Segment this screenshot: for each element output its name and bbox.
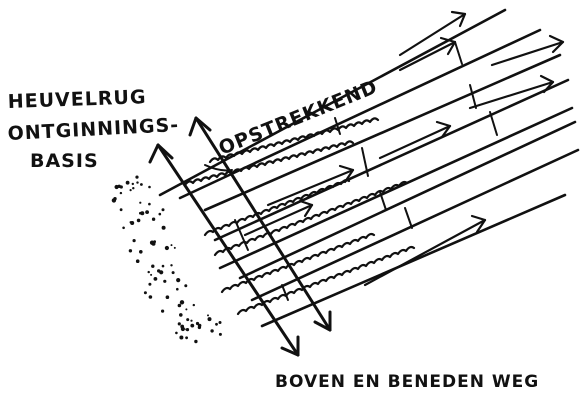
ridge-dot: [215, 323, 218, 326]
ridge-dot: [171, 244, 173, 246]
tick-9: [282, 285, 288, 300]
ridge-dot: [185, 328, 187, 330]
ridge-dot: [122, 227, 125, 230]
ridge-dot: [159, 213, 162, 216]
ridge-dot: [178, 322, 181, 325]
ridge-dot: [186, 318, 189, 321]
ridge-dot: [148, 283, 151, 286]
ridge-dot: [132, 187, 134, 189]
ridge-dot: [184, 284, 187, 287]
ridge-dot: [180, 325, 184, 329]
ridge-dot: [136, 259, 140, 263]
ridge-dot: [149, 295, 153, 299]
ridge-dot: [130, 221, 134, 225]
strip-line-8: [262, 195, 565, 326]
wavy-boundary-2: [205, 180, 349, 235]
ridge-dot: [126, 181, 130, 185]
ridge-dot: [166, 295, 170, 299]
ridge-dot: [194, 340, 197, 343]
ridge-dot: [157, 269, 160, 272]
ridge-dot: [179, 336, 183, 340]
tick-2: [470, 85, 476, 108]
label-wegen: BOVEN EN BENEDEN WEG: [275, 372, 539, 392]
ridge-dot: [120, 192, 122, 194]
ridge-dot: [150, 274, 152, 276]
ridge-dot: [145, 210, 149, 214]
arrow-center: [268, 166, 353, 205]
strip-line-7: [252, 150, 578, 300]
ridge-dot: [179, 313, 183, 317]
ridge-dot: [136, 181, 138, 183]
ridge-dot: [170, 264, 172, 266]
ridge-dot: [190, 320, 192, 322]
ridge-dot: [118, 185, 121, 188]
ridge-dot: [162, 208, 165, 211]
ridge-dot: [190, 324, 194, 328]
label-opstrekkend: OPSTREKKEND: [216, 76, 381, 160]
ridge-dot: [153, 241, 156, 244]
ridge-dot: [174, 247, 176, 249]
ridge-dot: [130, 189, 132, 191]
ridge-dot: [163, 280, 166, 283]
ridge-dot: [180, 300, 184, 304]
arrow-upper-right: [492, 36, 563, 65]
ridge-dot: [135, 176, 138, 179]
ridge-dot: [208, 319, 210, 321]
ridge-dot: [133, 239, 136, 242]
ridge-dot: [210, 329, 213, 332]
ridge-dots: [112, 176, 222, 344]
arrow-mid: [380, 122, 450, 158]
arrow-lower: [365, 216, 485, 285]
ridge-dot: [172, 271, 175, 274]
ridge-dot: [161, 310, 164, 313]
ridge-dot: [148, 186, 151, 189]
ridge-dot: [120, 208, 123, 211]
ridge-dot: [139, 212, 142, 215]
ridge-dot: [165, 246, 169, 250]
ridge-dot: [148, 271, 150, 273]
ridge-dot: [129, 249, 132, 252]
ridge-dot: [132, 183, 134, 185]
tick-3: [490, 112, 497, 135]
ridge-dot: [193, 304, 195, 306]
ridge-dot: [175, 332, 178, 335]
label-ontginningsbasis-2: BASIS: [30, 150, 99, 172]
label-ontginningsbasis-1: ONTGINNINGS-: [7, 114, 180, 145]
ridge-dot: [148, 203, 151, 206]
ridge-dot: [162, 226, 166, 230]
ridge-dot: [178, 304, 182, 308]
arrow-opstrekkend: [400, 38, 455, 70]
ridge-dot: [137, 219, 141, 223]
ridge-dot: [185, 336, 188, 339]
tick-1: [455, 42, 462, 64]
ridge-dot: [207, 314, 209, 316]
ridge-dot: [219, 321, 222, 324]
ridge-dot: [140, 183, 143, 186]
label-heuvelrug: HEUVELRUG: [7, 86, 146, 113]
tick-7: [405, 208, 412, 228]
ridge-dot: [219, 333, 222, 336]
ridge-dot: [154, 277, 158, 281]
ridge-dot: [162, 265, 165, 268]
ridge-dot: [144, 291, 147, 294]
ridge-dot: [185, 308, 187, 310]
ridge-dot: [139, 202, 141, 204]
ridge-dot: [176, 288, 179, 291]
wavy-boundary-1: [185, 141, 353, 185]
ridge-dot: [152, 218, 155, 221]
ridge-dot: [112, 198, 116, 202]
ridge-dot: [198, 324, 202, 328]
ridge-dot: [176, 278, 180, 282]
ridge-dot: [139, 250, 143, 254]
ridge-dot: [151, 265, 154, 268]
